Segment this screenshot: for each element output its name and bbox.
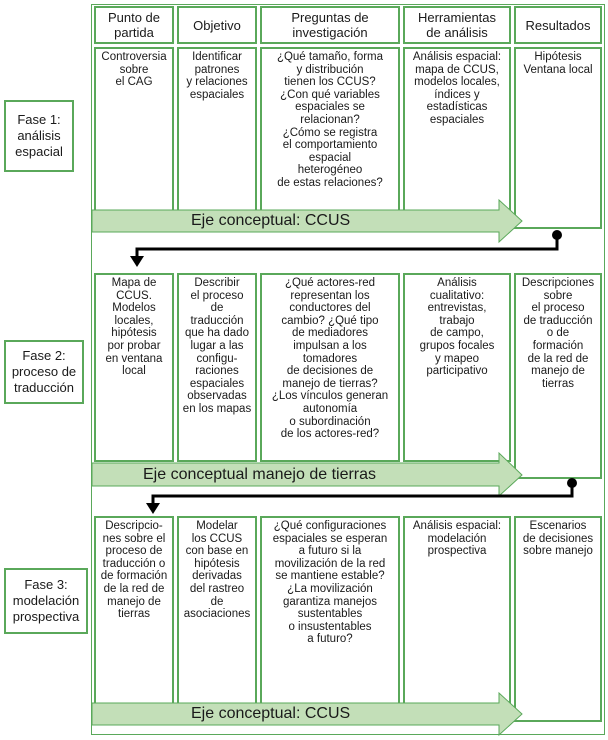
phase-1-label: Fase 1: análisis espacial — [4, 100, 74, 172]
phase-2-herramientas: Análisis cualitativo: entrevistas, traba… — [403, 273, 511, 462]
phase-1-herramientas: Análisis espacial: mapa de CCUS, modelos… — [403, 47, 511, 212]
phase-1-axis-label: Eje conceptual: CCUS — [191, 212, 351, 229]
header-herramientas: Herramientas de análisis — [403, 6, 511, 44]
phase-3-punto-de-partida: Descripcio- nes sobre el proceso de trad… — [94, 516, 174, 705]
connector-phase-2-to-3 — [146, 478, 577, 514]
phase-1-preguntas: ¿Qué tamaño, forma y distribución tienen… — [260, 47, 400, 212]
connector-phase-1-to-2 — [130, 230, 562, 267]
phase-1-punto-de-partida: Controversia sobre el CAG — [94, 47, 174, 212]
phase-3-preguntas: ¿Qué configuraciones espaciales se esper… — [260, 516, 400, 705]
phase-3-axis-arrow — [91, 691, 523, 737]
phase-2-axis-label: Eje conceptual manejo de tierras — [143, 466, 377, 483]
phase-3-axis-label: Eje conceptual: CCUS — [191, 705, 351, 722]
phase-3-label: Fase 3: modelación prospectiva — [4, 568, 88, 634]
phase-2-label: Fase 2: proceso de traducción — [4, 340, 84, 404]
phase-2-resultados: Descripciones sobre el proceso de traduc… — [514, 273, 602, 479]
phase-1-axis-arrow — [91, 198, 523, 244]
header-preguntas: Preguntas de investigación — [260, 6, 400, 44]
phase-2-preguntas: ¿Qué actores-red representan los conduct… — [260, 273, 400, 462]
phase-2-axis-arrow — [91, 451, 523, 498]
phase-1-resultados: Hipótesis Ventana local — [514, 47, 602, 229]
phase-2-objetivo: Describir el proceso de traducción que h… — [177, 273, 257, 462]
header-resultados: Resultados — [514, 6, 602, 44]
header-punto-de-partida: Punto de partida — [94, 6, 174, 44]
phase-3-resultados: Escenarios de decisiones sobre manejo — [514, 516, 602, 722]
header-objetivo: Objetivo — [177, 6, 257, 44]
phase-3-herramientas: Análisis espacial: modelación prospectiv… — [403, 516, 511, 705]
phase-1-objetivo: Identificar patrones y relaciones espaci… — [177, 47, 257, 212]
phase-2-punto-de-partida: Mapa de CCUS. Modelos locales, hipótesis… — [94, 273, 174, 462]
phase-3-objetivo: Modelar los CCUS con base en hipótesis d… — [177, 516, 257, 705]
